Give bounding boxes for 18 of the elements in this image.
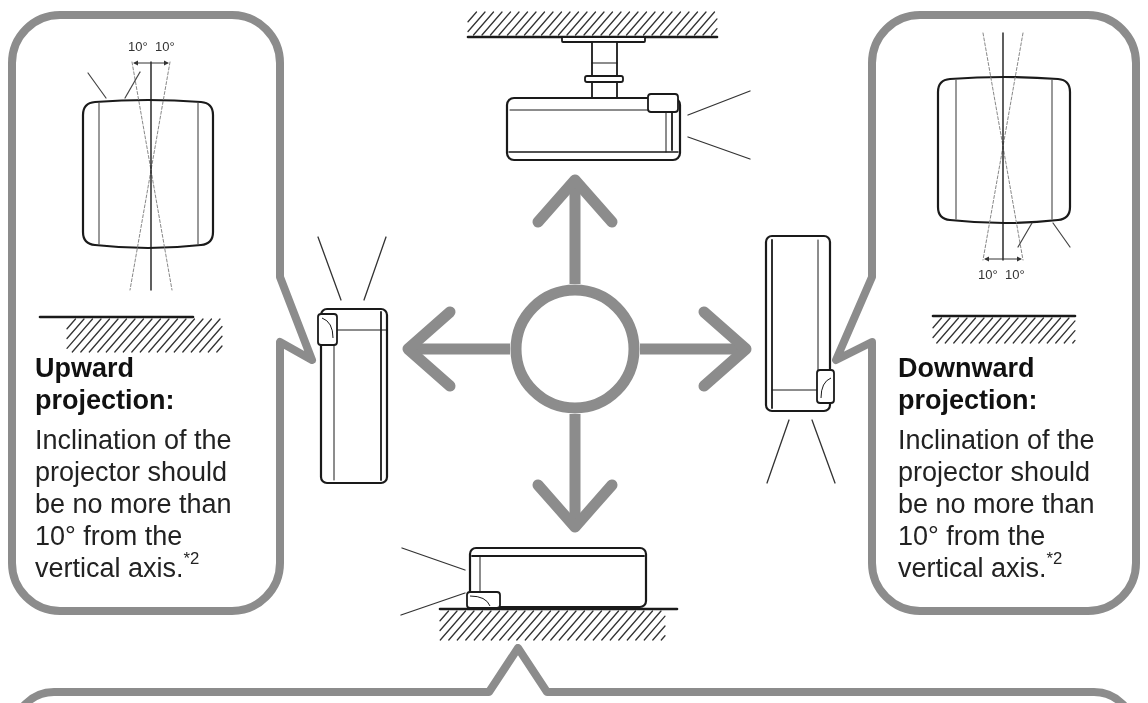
callout-heading: Upward projection:: [35, 352, 176, 416]
callout-text: Inclination of the projector should be no more than 10° from the vertical axis.$^{*2}$: [898, 424, 1096, 584]
angle-label: 10°: [128, 40, 148, 54]
projector-drawing: [764, 234, 837, 486]
callout-bubble: [830, 10, 1141, 616]
arrow: [532, 414, 618, 533]
angle-label: 10°: [155, 40, 175, 54]
callout-text: Inclination of the projector should be no more than 10° from the vertical axis.$^{*2}$: [35, 424, 233, 584]
arrow: [402, 306, 510, 392]
angle-label: 10°: [1005, 268, 1025, 282]
callout-bubble: [7, 10, 318, 616]
arrow: [532, 174, 618, 284]
projector-drawing: [398, 545, 648, 618]
circle-symbol: [510, 284, 640, 414]
angle-label: 10°: [978, 268, 998, 282]
callout-heading: Downward projection:: [898, 352, 1039, 416]
arrow: [640, 306, 752, 392]
projector-drawing: [315, 235, 390, 486]
